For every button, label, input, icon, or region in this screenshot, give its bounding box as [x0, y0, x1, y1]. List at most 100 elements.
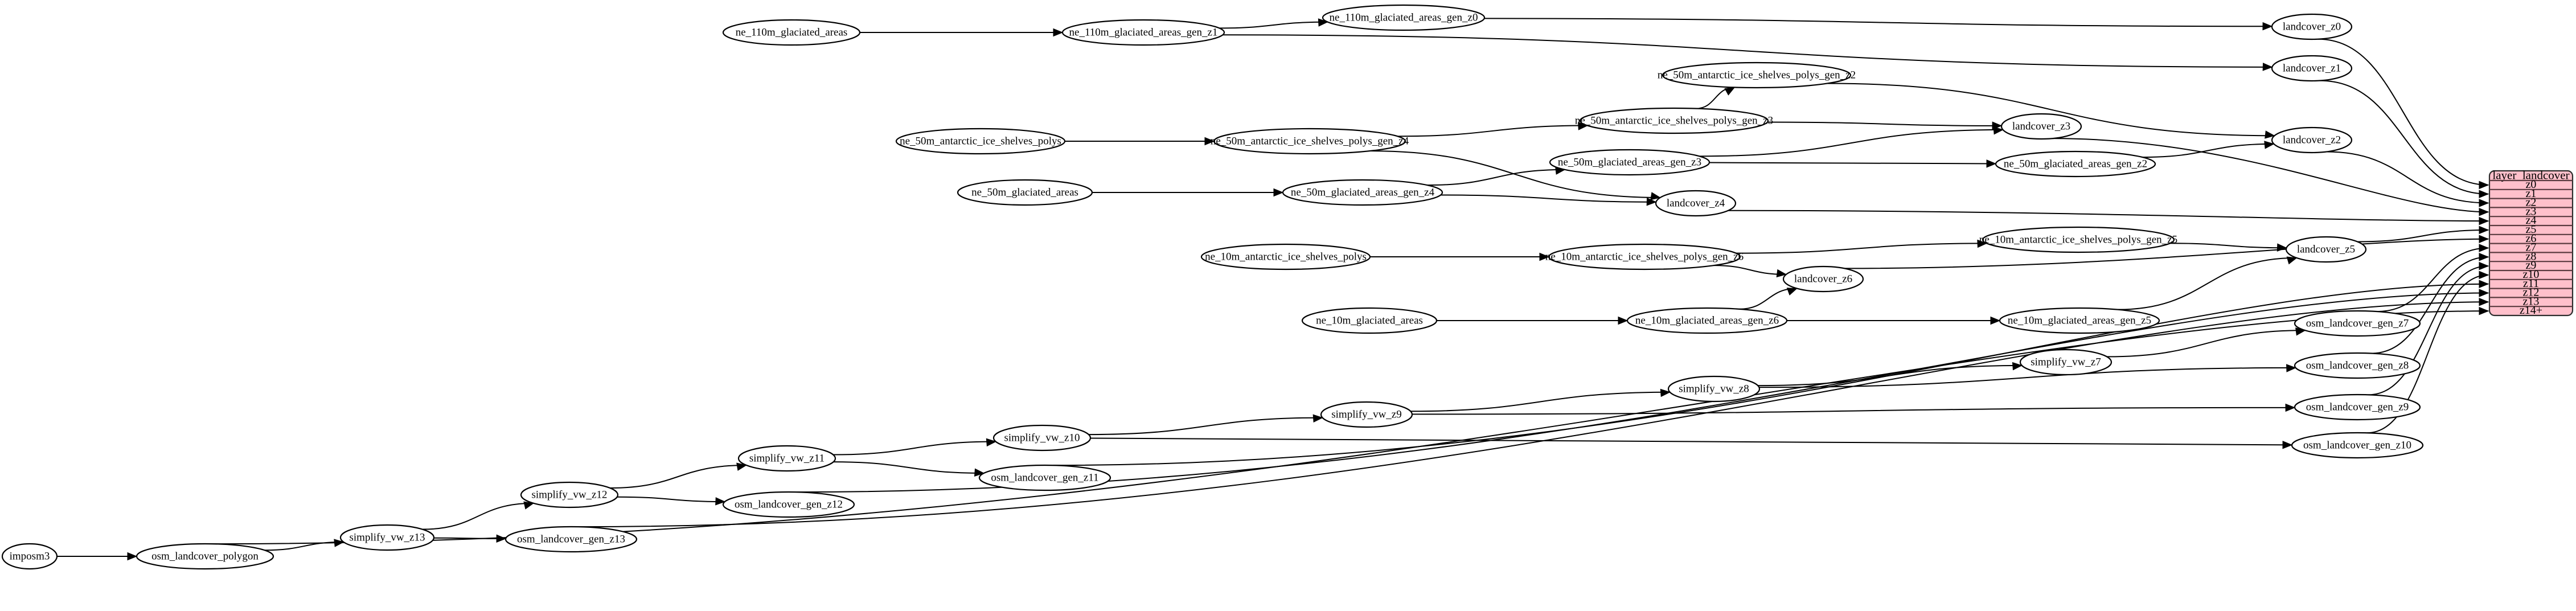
node-osm_landcover_gen_z10[interactable]: osm_landcover_gen_z10: [2291, 432, 2424, 459]
node-landcover_z0[interactable]: landcover_z0: [2271, 13, 2353, 40]
table-row-z1[interactable]: z1: [2526, 187, 2537, 200]
node-label-landcover_z3: landcover_z3: [2012, 120, 2070, 132]
node-ne_10m_glaciated_areas_gen_z6[interactable]: ne_10m_glaciated_areas_gen_z6: [1626, 307, 1788, 334]
node-landcover_z1[interactable]: landcover_z1: [2271, 55, 2353, 82]
node-ne_50m_antarctic_ice_shelves_polys_gen_z2[interactable]: ne_50m_antarctic_ice_shelves_polys_gen_z…: [1658, 61, 1856, 89]
node-shape-ne_50m_glaciated_areas_gen_z3: [1549, 149, 1711, 176]
arrowhead-ne_50m_antarctic_ice_shelves_polys_gen_z2-to-landcover_z2: [2265, 130, 2275, 139]
node-shape-osm_landcover_gen_z12: [722, 491, 855, 518]
node-ne_110m_glaciated_areas_gen_z0[interactable]: ne_110m_glaciated_areas_gen_z0: [1322, 4, 1486, 31]
node-shape-ne_50m_antarctic_ice_shelves_polys: [895, 128, 1066, 155]
node-simplify_vw_z11[interactable]: simplify_vw_z11: [737, 445, 836, 472]
node-simplify_vw_z13[interactable]: simplify_vw_z13: [339, 524, 435, 551]
arrowhead-ne_50m_glaciated_areas-to-ne_50m_glaciated_areas_gen_z4: [1273, 188, 1284, 197]
node-landcover_z4[interactable]: landcover_z4: [1655, 190, 1737, 217]
node-label-osm_landcover_gen_z10: osm_landcover_gen_z10: [2303, 439, 2411, 451]
node-osm_landcover_polygon[interactable]: osm_landcover_polygon: [136, 543, 274, 570]
node-ne_50m_glaciated_areas[interactable]: ne_50m_glaciated_areas: [957, 179, 1093, 206]
edge-osm_landcover_gen_z12-to-row-z12: [796, 292, 2489, 493]
node-shape-ne_10m_antarctic_ice_shelves_polys: [1200, 243, 1371, 270]
edge-landcover_z6-to-row-z6: [1844, 238, 2489, 269]
node-ne_110m_glaciated_areas[interactable]: ne_110m_glaciated_areas: [722, 19, 861, 46]
arrowhead-ne_50m_glaciated_areas_gen_z4-to-landcover_z4: [1646, 197, 1657, 206]
table-row-z3[interactable]: z3: [2526, 205, 2537, 218]
table-row-z11[interactable]: z11: [2523, 277, 2539, 290]
arrowhead-ne_110m_glaciated_areas_gen_z1-to-landcover_z1: [2262, 63, 2273, 71]
node-shape-ne_10m_glaciated_areas_gen_z5: [1999, 307, 2160, 334]
node-osm_landcover_gen_z8[interactable]: osm_landcover_gen_z8: [2294, 352, 2421, 379]
node-label-ne_50m_glaciated_areas_gen_z4: ne_50m_glaciated_areas_gen_z4: [1291, 186, 1435, 198]
node-osm_landcover_gen_z9[interactable]: osm_landcover_gen_z9: [2294, 393, 2421, 421]
table-row-z12[interactable]: z12: [2523, 286, 2540, 299]
node-shape-landcover_z5: [2285, 236, 2367, 263]
node-shape-simplify_vw_z7: [2019, 348, 2113, 376]
edges-layer: [57, 18, 2489, 561]
table-row-z8[interactable]: z8: [2526, 250, 2537, 263]
node-ne_10m_glaciated_areas_gen_z5[interactable]: ne_10m_glaciated_areas_gen_z5: [1999, 307, 2160, 334]
arrowhead-ne_10m_glaciated_areas_gen_z6-to-ne_10m_glaciated_areas_gen_z5: [1990, 316, 2001, 325]
table-row-z14+[interactable]: z14+: [2520, 304, 2542, 317]
edge-simplify_vw_z13-to-osm_landcover_gen_z13: [433, 537, 506, 539]
arrowhead-ne_110m_glaciated_areas_gen_z0-to-landcover_z0: [2262, 22, 2273, 31]
node-ne_50m_antarctic_ice_shelves_polys_gen_z4[interactable]: ne_50m_antarctic_ice_shelves_polys_gen_z…: [1211, 128, 1409, 155]
node-ne_50m_glaciated_areas_gen_z3[interactable]: ne_50m_glaciated_areas_gen_z3: [1549, 149, 1711, 176]
table-row-z5[interactable]: z5: [2526, 223, 2537, 236]
node-ne_50m_antarctic_ice_shelves_polys[interactable]: ne_50m_antarctic_ice_shelves_polys: [895, 128, 1066, 155]
node-simplify_vw_z7[interactable]: simplify_vw_z7: [2019, 348, 2113, 376]
node-simplify_vw_z12[interactable]: simplify_vw_z12: [520, 481, 619, 509]
node-osm_landcover_gen_z11[interactable]: osm_landcover_gen_z11: [978, 464, 1111, 491]
edge-simplify_vw_z13-to-simplify_vw_z12: [422, 502, 534, 530]
table-row-z6[interactable]: z6: [2526, 232, 2537, 245]
node-simplify_vw_z9[interactable]: simplify_vw_z9: [1320, 401, 1413, 428]
node-osm_landcover_gen_z7[interactable]: osm_landcover_gen_z7: [2294, 310, 2421, 337]
edge-osm_landcover_polygon-to-row-z14+: [212, 310, 2489, 545]
layer-landcover-table: layer_landcoverz0z1z2z3z4z5z6z7z8z9z10z1…: [2488, 168, 2574, 317]
table-row-z4[interactable]: z4: [2526, 214, 2537, 227]
node-shape-ne_50m_antarctic_ice_shelves_polys_gen_z3: [1579, 107, 1769, 134]
arrowhead-simplify_vw_z8-to-osm_landcover_gen_z8: [2286, 364, 2297, 372]
arrowhead-ne_10m_antarctic_ice_shelves_polys_gen_z6-to-ne_10m_antarctic_ice_shelves_polys_gen_z5: [1977, 239, 1988, 248]
table-row-z10[interactable]: z10: [2523, 268, 2540, 281]
arrowhead-landcover_z3-to-row-z3: [2479, 208, 2489, 216]
node-osm_landcover_gen_z12[interactable]: osm_landcover_gen_z12: [722, 491, 855, 518]
node-landcover_z5[interactable]: landcover_z5: [2285, 236, 2367, 263]
node-ne_10m_antarctic_ice_shelves_polys_gen_z5[interactable]: ne_10m_antarctic_ice_shelves_polys_gen_z…: [1979, 226, 2177, 253]
edge-ne_50m_antarctic_ice_shelves_polys_gen_z2-to-landcover_z2: [1827, 83, 2275, 137]
node-label-simplify_vw_z10: simplify_vw_z10: [1004, 432, 1080, 444]
node-landcover_z6[interactable]: landcover_z6: [1782, 265, 1864, 293]
node-shape-osm_landcover_gen_z11: [978, 464, 1111, 491]
node-simplify_vw_z10[interactable]: simplify_vw_z10: [992, 424, 1092, 452]
node-label-landcover_z1: landcover_z1: [2283, 62, 2341, 74]
node-ne_10m_antarctic_ice_shelves_polys[interactable]: ne_10m_antarctic_ice_shelves_polys: [1200, 243, 1371, 270]
edge-ne_50m_glaciated_areas_gen_z2-to-landcover_z2: [2142, 143, 2274, 158]
node-ne_50m_glaciated_areas_gen_z2[interactable]: ne_50m_glaciated_areas_gen_z2: [1995, 150, 2156, 178]
node-shape-simplify_vw_z12: [520, 481, 619, 509]
arrowhead-simplify_vw_z11-to-simplify_vw_z10: [986, 438, 997, 447]
node-label-ne_110m_glaciated_areas_gen_z1: ne_110m_glaciated_areas_gen_z1: [1069, 26, 1218, 38]
node-ne_10m_glaciated_areas[interactable]: ne_10m_glaciated_areas: [1301, 307, 1438, 334]
node-shape-simplify_vw_z11: [737, 445, 836, 472]
node-ne_110m_glaciated_areas_gen_z1[interactable]: ne_110m_glaciated_areas_gen_z1: [1061, 19, 1225, 46]
arrowhead-simplify_vw_z13-to-simplify_vw_z12: [523, 501, 535, 510]
table-row-z2[interactable]: z2: [2526, 196, 2537, 209]
node-shape-ne_50m_antarctic_ice_shelves_polys_gen_z4: [1213, 128, 1406, 155]
node-osm_landcover_gen_z13[interactable]: osm_landcover_gen_z13: [504, 526, 638, 553]
node-landcover_z3[interactable]: landcover_z3: [2000, 113, 2082, 140]
node-landcover_z2[interactable]: landcover_z2: [2271, 126, 2353, 154]
node-ne_50m_glaciated_areas_gen_z4[interactable]: ne_50m_glaciated_areas_gen_z4: [1282, 179, 1443, 206]
edge-osm_landcover_gen_z13-to-row-z13: [578, 301, 2489, 528]
table-row-z13[interactable]: z13: [2523, 295, 2540, 307]
node-simplify_vw_z8[interactable]: simplify_vw_z8: [1667, 375, 1761, 403]
node-ne_50m_antarctic_ice_shelves_polys_gen_z3[interactable]: ne_50m_antarctic_ice_shelves_polys_gen_z…: [1575, 107, 1773, 134]
edge-osm_landcover_gen_z10-to-row-z10: [2366, 274, 2489, 434]
node-imposm3[interactable]: imposm3: [1, 543, 58, 570]
table-row-z7[interactable]: z7: [2526, 241, 2537, 254]
node-label-simplify_vw_z7: simplify_vw_z7: [2031, 356, 2101, 368]
table-row-z9[interactable]: z9: [2526, 259, 2537, 272]
table-row-z0[interactable]: z0: [2526, 178, 2537, 191]
arrowhead-osm_landcover_polygon-to-row-z14+: [2479, 306, 2489, 315]
node-ne_10m_antarctic_ice_shelves_polys_gen_z6[interactable]: ne_10m_antarctic_ice_shelves_polys_gen_z…: [1545, 243, 1744, 270]
node-label-landcover_z4: landcover_z4: [1667, 197, 1725, 209]
node-shape-osm_landcover_gen_z9: [2294, 393, 2421, 421]
